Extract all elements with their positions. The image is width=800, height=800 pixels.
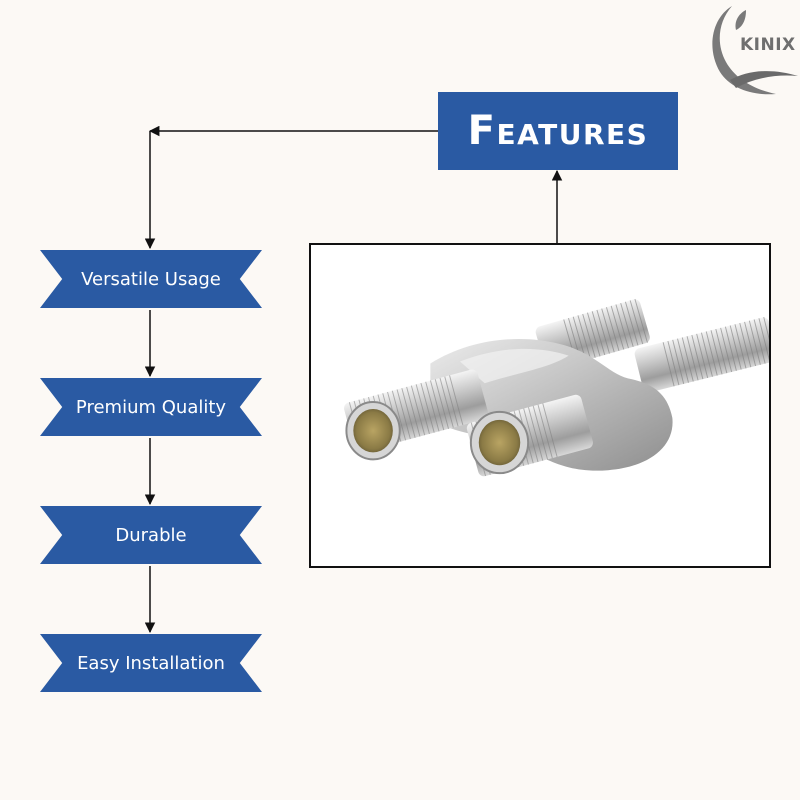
feature-ribbon-easy-installation: Easy Installation [40,634,262,692]
feature-label: Durable [115,524,187,546]
leaf-swoosh-logo-icon [712,6,798,95]
features-heading-box: Features [438,92,678,170]
product-photo-frame [309,243,771,568]
feature-label: Premium Quality [75,396,227,418]
feature-label: Versatile Usage [81,268,221,290]
feature-ribbon-versatile-usage: Versatile Usage [40,250,262,308]
feature-label: Easy Installation [77,652,225,674]
brand-logo: KINIX [700,0,800,100]
y-shaped-threaded-pipe-fitting-icon [344,297,769,477]
feature-ribbon-durable: Durable [40,506,262,564]
feature-ribbon-premium-quality: Premium Quality [40,378,262,436]
brand-logo-text: KINIX [740,35,796,55]
features-title: Features [467,108,649,154]
